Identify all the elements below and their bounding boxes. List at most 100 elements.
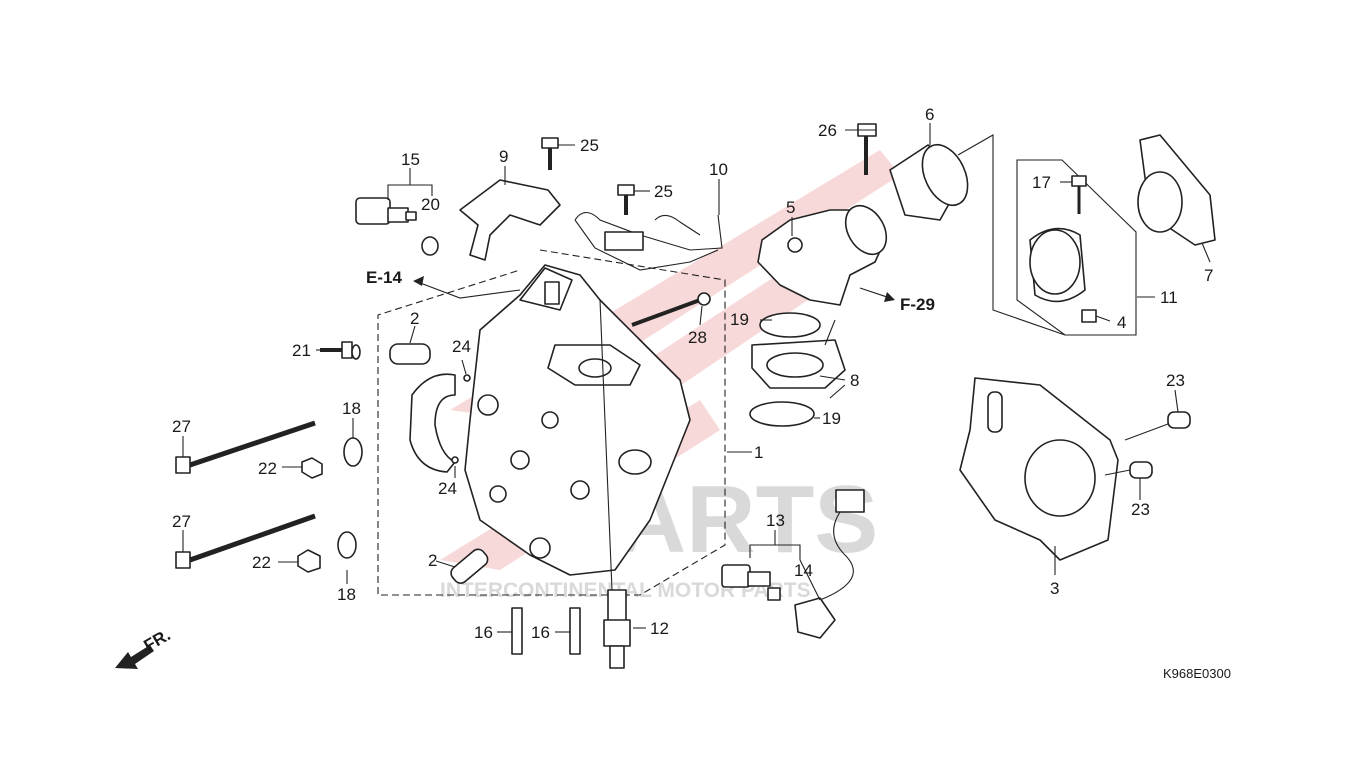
head-assembly-box [377, 249, 726, 596]
nut-22-lower [297, 549, 321, 573]
temperature-sensor-15 [355, 197, 417, 225]
callout-3: 3 [1050, 579, 1059, 598]
callout-12: 12 [650, 619, 669, 638]
callouts: 1 2 2 3 4 5 6 7 8 9 10 11 12 13 14 15 16… [172, 105, 1213, 642]
reference-labels: E-14 F-29 [366, 268, 935, 314]
callout-21: 21 [292, 341, 311, 360]
bolt-27-lower-shank [189, 513, 316, 563]
stud-16-left [511, 607, 523, 655]
cylinder-gasket-bore [1024, 439, 1096, 517]
callout-13: 13 [766, 511, 785, 530]
bolt-27-lower-head [175, 551, 191, 569]
pin-24-lower [451, 456, 459, 464]
bolt-boss-2 [529, 537, 551, 559]
callout-8: 8 [850, 371, 859, 390]
callout-11: 11 [1160, 288, 1178, 307]
o-ring-19-lower [749, 401, 815, 427]
callout-5: 5 [786, 198, 795, 217]
callout-16-right: 16 [531, 623, 550, 642]
ref-f29-arrow [884, 292, 895, 302]
ref-e14-leader [414, 280, 521, 299]
cylinder-gasket-slot [987, 391, 1003, 433]
o-ring-20 [421, 236, 439, 256]
callout-18-lower: 18 [337, 585, 356, 604]
insulator-5-hole [787, 237, 803, 253]
bolt-27-upper-shank [189, 420, 316, 468]
callout-23-upper: 23 [1166, 371, 1185, 390]
front-indicator: FR. [115, 625, 174, 669]
callout-2-upper: 2 [410, 309, 419, 328]
stud-16-right [569, 607, 581, 655]
connecting-tube-7 [1137, 134, 1216, 246]
callout-28: 28 [688, 328, 707, 347]
callout-1: 1 [754, 443, 763, 462]
callout-20: 20 [421, 195, 440, 214]
callout-22-upper: 22 [258, 459, 277, 478]
bolt-27-lower [175, 513, 316, 569]
bolt-boss-6 [541, 411, 559, 429]
spark-plug-12 [603, 589, 631, 669]
bolt-boss-5 [489, 485, 507, 503]
callout-25-lower: 25 [654, 182, 673, 201]
dowel-pin-2-upper [389, 343, 431, 365]
callout-22-lower: 22 [252, 553, 271, 572]
pipe-10 [574, 211, 723, 271]
bolt-25-lower [617, 184, 635, 215]
callout-7: 7 [1204, 266, 1213, 285]
leader-lines [182, 123, 1211, 633]
dowel-23-upper [1167, 411, 1191, 429]
washer-18-upper [343, 437, 363, 467]
ref-e14-arrow [413, 276, 424, 286]
washer-18-lower [337, 531, 357, 559]
screw-17 [1071, 175, 1087, 214]
dowel-23-lower [1129, 461, 1153, 479]
bolt-boss-4 [510, 450, 530, 470]
callout-27-upper: 27 [172, 417, 191, 436]
nut-4 [1081, 309, 1097, 323]
callout-25-upper: 25 [580, 136, 599, 155]
bolt-28 [631, 292, 711, 327]
callout-18-upper: 18 [342, 399, 361, 418]
insulator-5-port [844, 204, 888, 256]
cylinder-head-body [464, 264, 691, 576]
valve-seat [578, 358, 612, 378]
bolt-27-upper [175, 420, 316, 474]
sensor-13 [721, 564, 781, 601]
callout-24-upper: 24 [452, 337, 471, 356]
dowel-pin-2-lower [450, 548, 489, 584]
intake-joint-6 [889, 143, 969, 221]
bracket-9 [459, 179, 561, 261]
clamp-band [1029, 227, 1086, 303]
callout-16-left: 16 [474, 623, 493, 642]
head-tab [544, 281, 560, 305]
callout-19-upper: 19 [730, 310, 749, 329]
callout-10: 10 [709, 160, 728, 179]
bolt-21 [320, 341, 361, 360]
pipe-10-clamp [604, 231, 644, 251]
callout-14: 14 [794, 561, 813, 580]
nut-22-upper [301, 457, 323, 479]
group-boxes [377, 134, 1137, 596]
bolt-27-upper-head [175, 456, 191, 474]
ref-e14: E-14 [366, 268, 402, 287]
callout-27-lower: 27 [172, 512, 191, 531]
insulator-8-port [766, 352, 824, 378]
pipe-10-branch [654, 214, 701, 236]
callout-19-lower: 19 [822, 409, 841, 428]
joint-bracket [957, 134, 1066, 336]
callout-15: 15 [401, 150, 420, 169]
head-side-cover [409, 373, 456, 473]
pin-24-upper [463, 374, 471, 382]
bolt-boss-1 [477, 394, 499, 416]
callout-24-lower: 24 [438, 479, 457, 498]
callout-23-lower: 23 [1131, 500, 1150, 519]
spark-plug-hole [618, 449, 652, 475]
callout-17: 17 [1032, 173, 1051, 192]
callout-6: 6 [925, 105, 934, 124]
callout-26: 26 [818, 121, 837, 140]
o-ring-19-upper [759, 312, 821, 338]
callout-4: 4 [1117, 313, 1126, 332]
sensor-14 [794, 489, 865, 639]
clamp-kit-box [1016, 159, 1137, 336]
